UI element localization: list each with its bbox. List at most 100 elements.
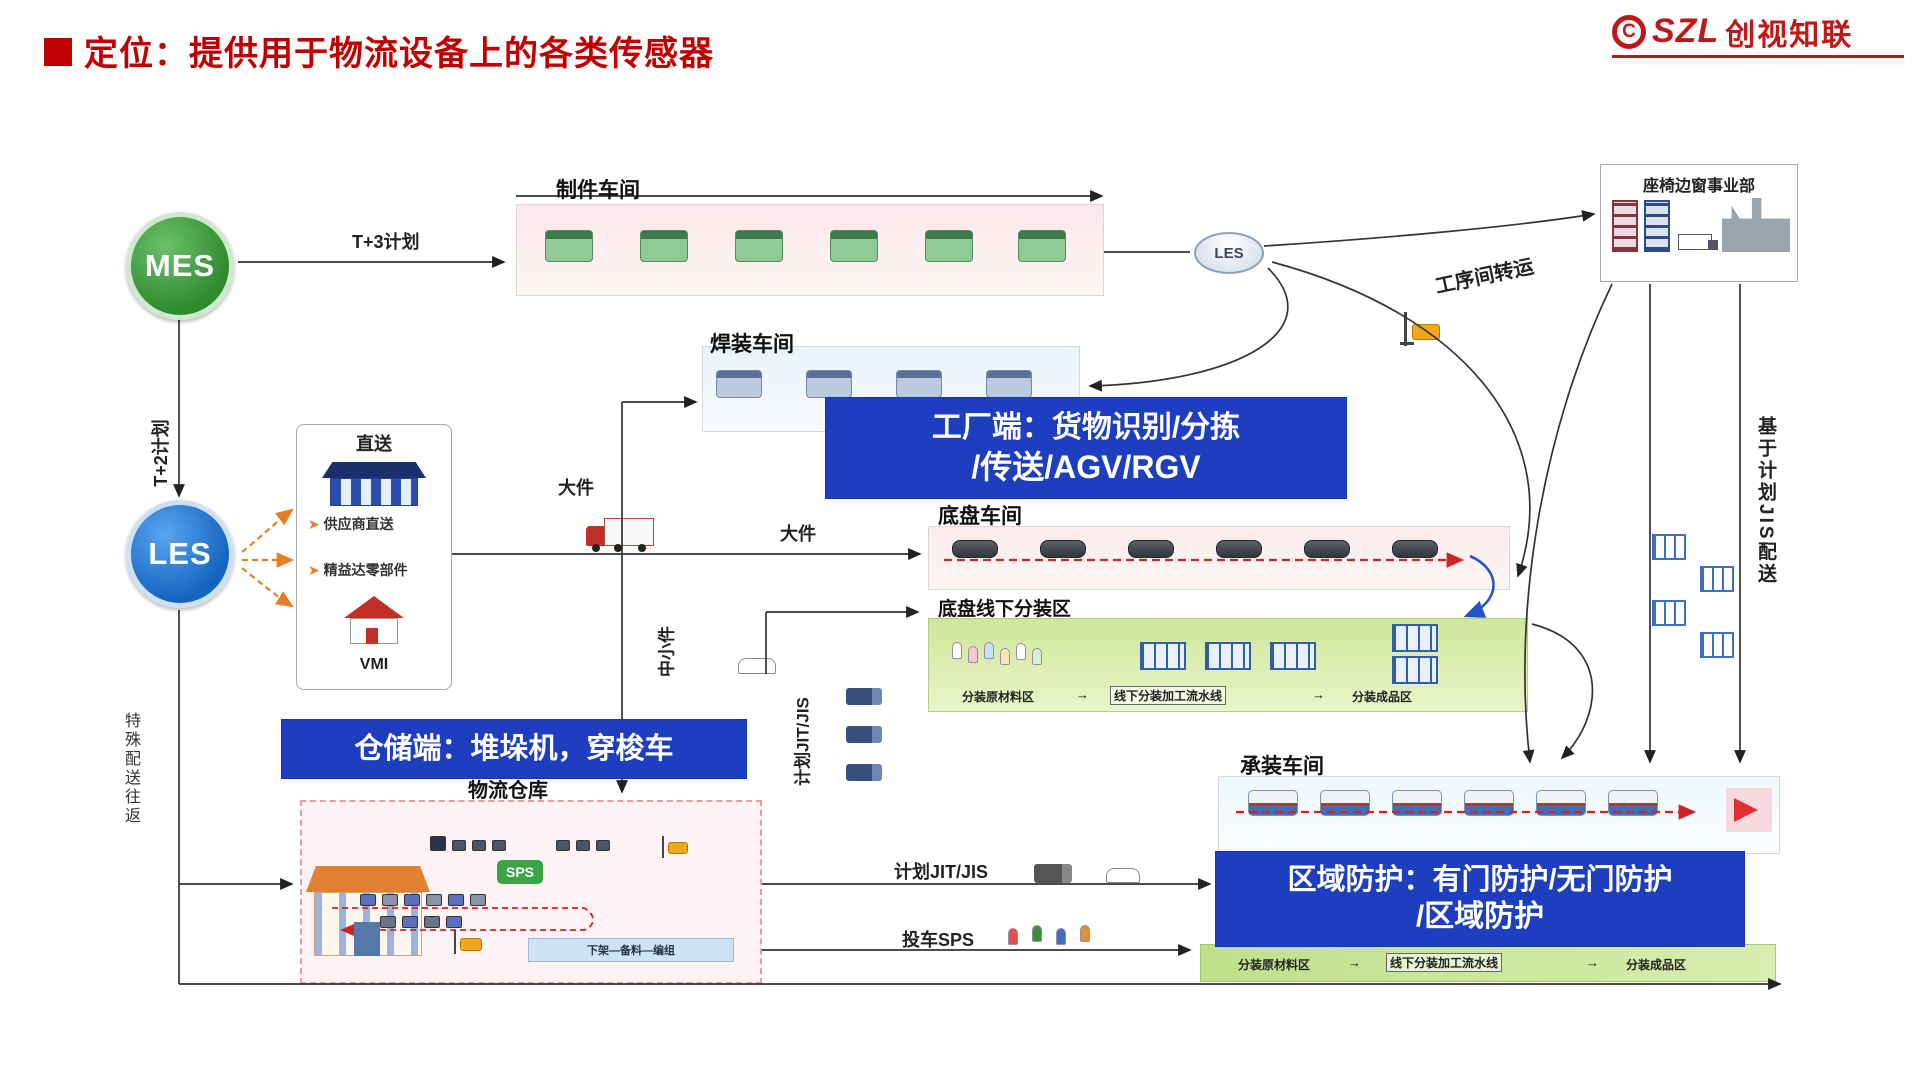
cart-icon — [402, 916, 418, 928]
person-icon — [1000, 648, 1010, 665]
mini-arrow-icon: ➤ — [308, 562, 324, 578]
factory-callout: 工厂端：货物识别/分拣 /传送/AGV/RGV — [826, 398, 1346, 498]
wheel-icon — [592, 544, 600, 552]
person-icon — [1032, 648, 1042, 665]
area-callout-line2: /区域防护 — [1415, 900, 1545, 934]
big-red-arrow-icon — [1734, 798, 1758, 822]
forklift-icon — [1400, 312, 1452, 352]
person-icon — [952, 642, 962, 659]
final-shop-title: 承装车间 — [1240, 755, 1324, 778]
chassis-shop-band — [928, 526, 1510, 590]
zone-raw-label: 分装原材料区 — [962, 690, 1035, 704]
wheel-icon — [614, 544, 622, 552]
cart-icon — [452, 840, 466, 851]
vmi-label: VMI — [359, 656, 389, 673]
chassis-sub-title: 底盘线下分装区 — [938, 599, 1072, 620]
person-icon — [1016, 643, 1026, 660]
person-icon — [1056, 928, 1066, 945]
bus-icon — [1464, 790, 1514, 816]
storage-callout: 仓储端：堆垛机，穿梭车 — [282, 720, 746, 778]
cart-icon — [472, 840, 486, 851]
factory-callout-line1: 工厂端：货物识别/分拣 — [931, 411, 1241, 445]
bus-icon — [1392, 790, 1442, 816]
mid-small-parts-label: 中小件 — [657, 626, 677, 677]
cart-icon — [430, 836, 446, 851]
direct-item-supplier: ➤ 供应商直送 — [308, 516, 394, 532]
cart-icon — [470, 894, 486, 906]
person-icon — [1032, 925, 1042, 942]
seat-unit-title: 座椅边窗事业部 — [1642, 178, 1755, 195]
zone-finished-label: 分装成品区 — [1626, 958, 1687, 972]
bus-icon — [1248, 790, 1298, 816]
zone-raw-label: 分装原材料区 — [1238, 958, 1311, 972]
factory-callout-line2: /传送/AGV/RGV — [971, 448, 1201, 485]
cart-icon — [596, 840, 610, 851]
sps-badge: SPS — [497, 860, 543, 884]
warehouse-front-icon — [330, 478, 418, 506]
cart-icon — [448, 894, 464, 906]
cart-icon — [424, 916, 440, 928]
cart-icon — [380, 916, 396, 928]
car-icon — [1106, 868, 1140, 883]
warehouse-roof-icon — [306, 866, 430, 892]
wheel-icon — [638, 544, 646, 552]
special-delivery-label: 特殊配送往返 — [122, 712, 139, 826]
rack-icon — [1140, 642, 1186, 670]
direct-delivery-title: 直送 — [356, 434, 392, 454]
parts-shop-band — [516, 204, 1104, 296]
truck-icon — [1678, 234, 1712, 250]
mini-truck-icon — [846, 726, 882, 743]
chassis-icon — [1304, 540, 1350, 558]
machine-icon — [545, 230, 593, 262]
cart-icon — [382, 894, 398, 906]
forklift-icon — [660, 834, 696, 860]
les-db-node: LES — [1194, 232, 1264, 274]
rack-icon — [1652, 534, 1686, 560]
mini-arrow-icon: ➤ — [308, 516, 324, 532]
person-icon — [1080, 925, 1090, 942]
area-callout-line1: 区域防护：有门防护/无门防护 — [1287, 864, 1673, 897]
zone-finished-label: 分装成品区 — [1352, 690, 1413, 704]
truck-cab-icon — [1708, 240, 1718, 250]
storage-callout-text: 仓储端：堆垛机，穿梭车 — [354, 732, 674, 765]
zone-line-label: 线下分装加工流水线 — [1110, 686, 1227, 705]
logo-cn-text: 创视知联 — [1725, 18, 1854, 52]
machine-icon — [735, 230, 783, 262]
chassis-icon — [1216, 540, 1262, 558]
big-parts-label-b: 大件 — [780, 524, 816, 544]
zone-arrow-icon: → — [1348, 955, 1361, 970]
truck-cab-icon — [586, 526, 604, 546]
house-door-icon — [366, 628, 378, 644]
machine-icon — [716, 370, 762, 398]
chassis-icon — [952, 540, 998, 558]
rack-icon — [1392, 624, 1438, 652]
chassis-icon — [1040, 540, 1086, 558]
sps-dispatch-label: 投车SPS — [902, 930, 975, 950]
machine-icon — [830, 230, 878, 262]
chassis-icon — [1128, 540, 1174, 558]
chassis-shop-title: 底盘车间 — [938, 505, 1022, 528]
les-node: LES — [126, 500, 234, 608]
title-bullet — [44, 38, 72, 66]
cart-icon — [360, 894, 376, 906]
bus-icon — [1608, 790, 1658, 816]
mini-truck-icon — [846, 764, 882, 781]
machine-icon — [1018, 230, 1066, 262]
cart-icon — [556, 840, 570, 851]
mes-node: MES — [126, 212, 234, 320]
direct-item-lean: ➤ 精益达零部件 — [308, 562, 408, 578]
process-transfer-label: 工序间转运 — [1433, 255, 1536, 299]
cart-icon — [426, 894, 442, 906]
house-roof-icon — [344, 596, 404, 618]
machine-icon — [925, 230, 973, 262]
cart-icon — [404, 894, 420, 906]
truck-trailer-icon — [604, 518, 654, 546]
rack-icon — [1652, 600, 1686, 626]
bus-icon — [1536, 790, 1586, 816]
warehouse-title: 物流仓库 — [468, 780, 548, 802]
area-callout: 区域防护：有门防护/无门防护 /区域防护 — [1216, 852, 1744, 946]
mini-truck-icon — [846, 688, 882, 705]
rack-icon — [1392, 656, 1438, 684]
person-icon — [984, 642, 994, 659]
logo-brand-text: SZL — [1652, 12, 1720, 50]
